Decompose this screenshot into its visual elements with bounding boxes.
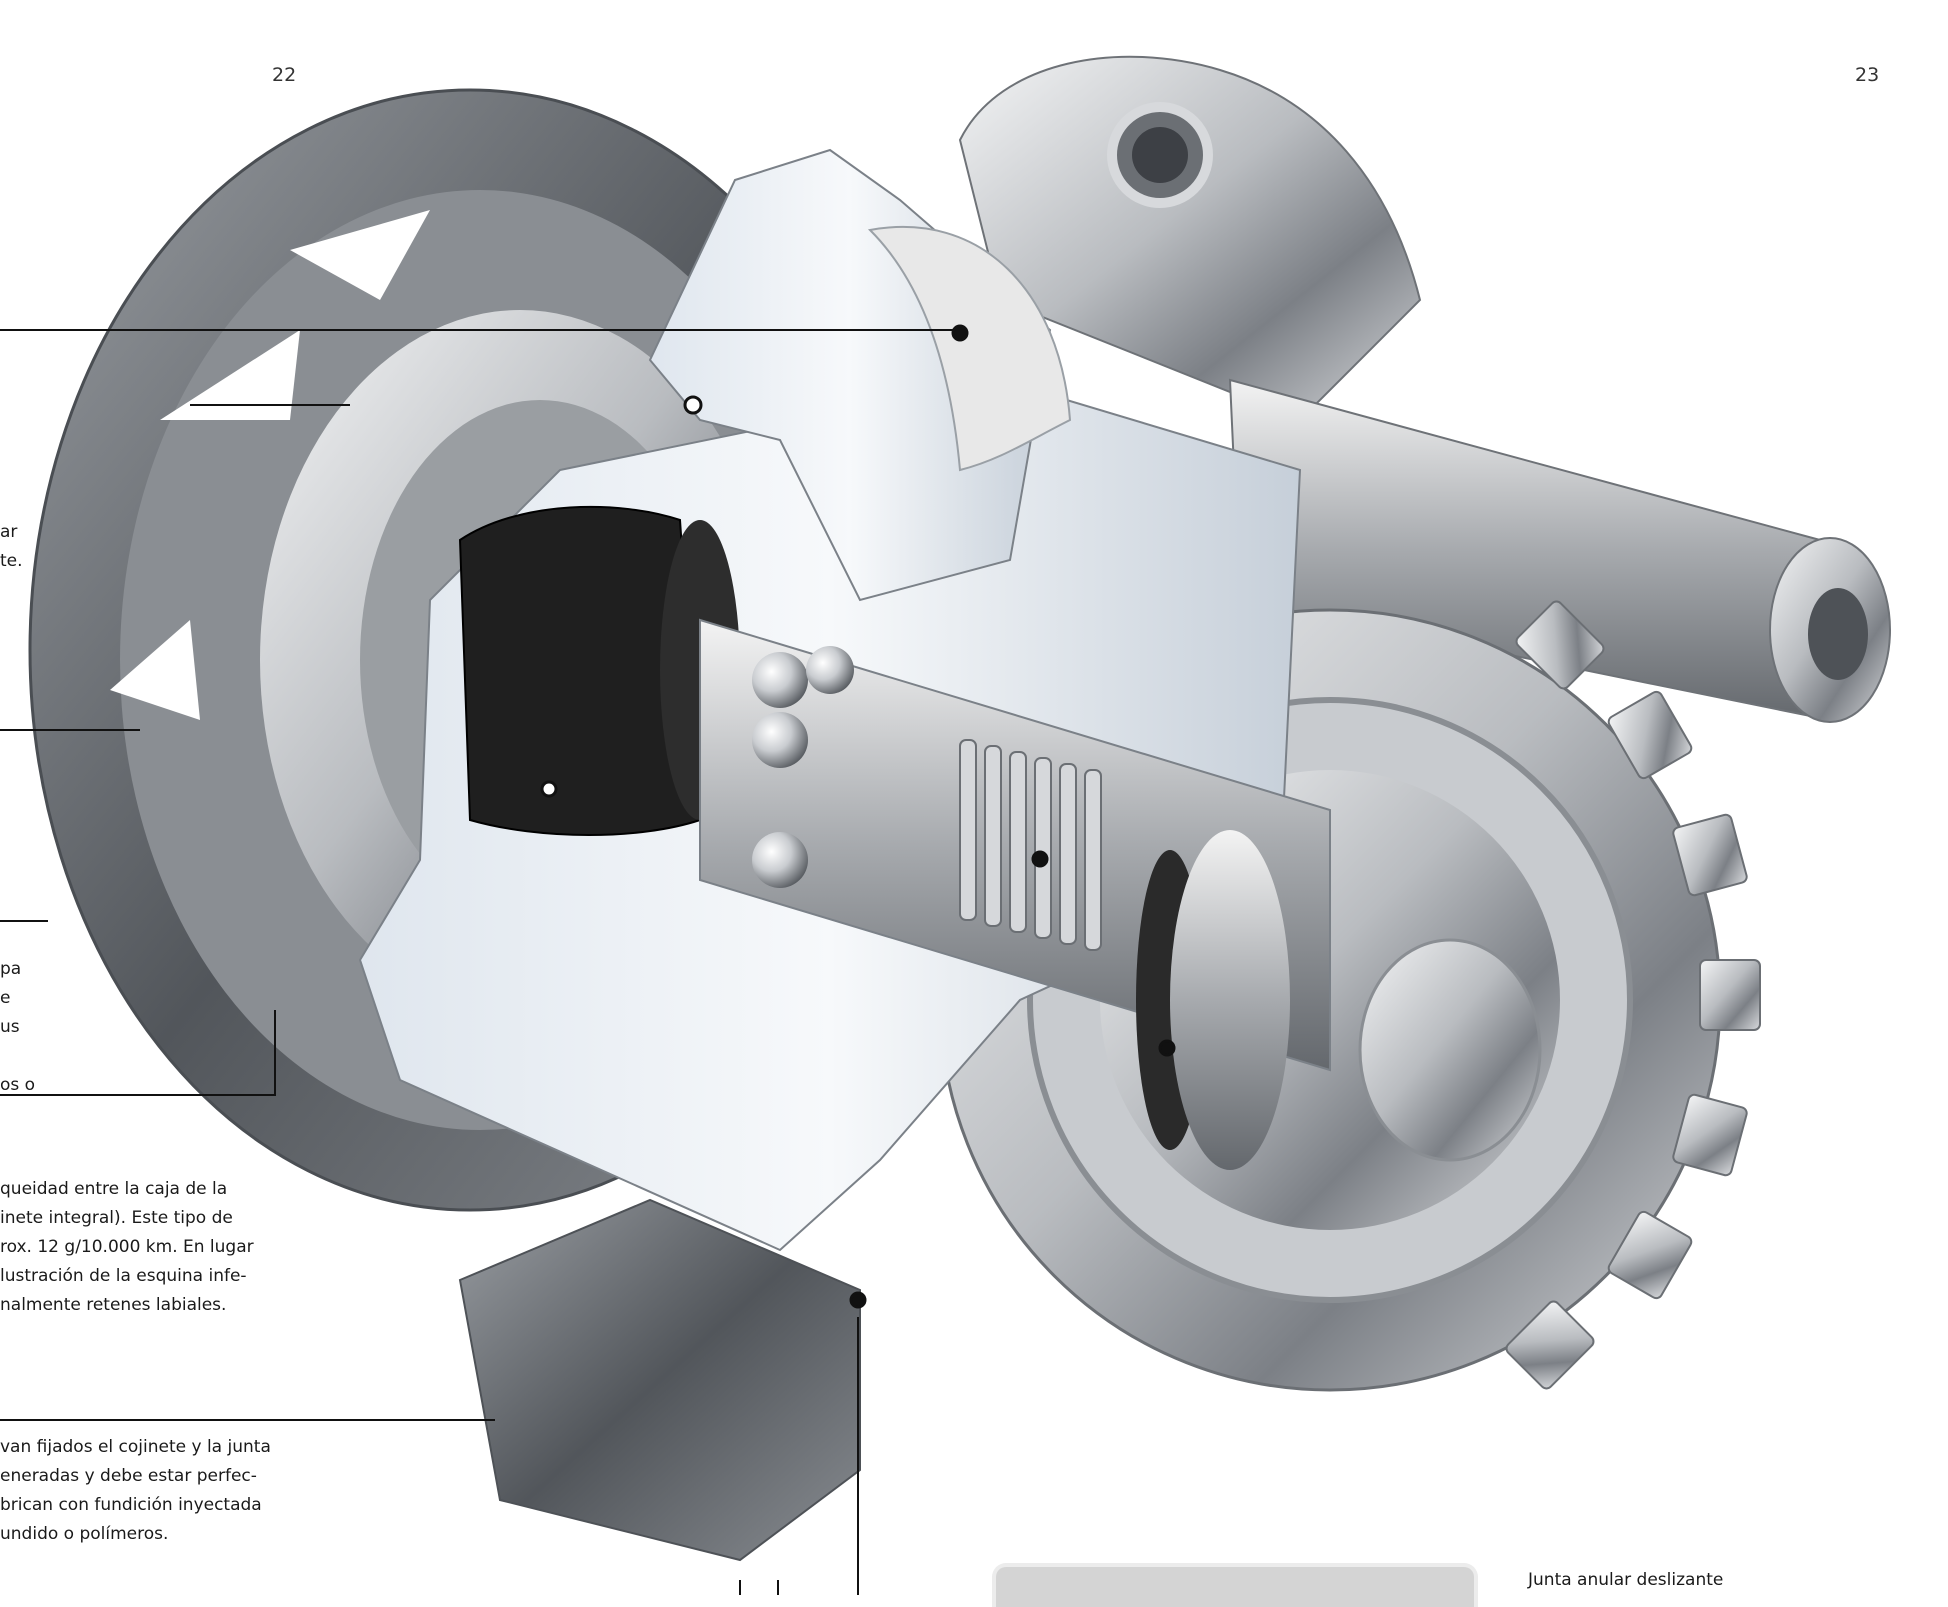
caption-bottom-right: Junta anular deslizante bbox=[1528, 1570, 1724, 1590]
callout-dot-seal-face bbox=[951, 324, 969, 342]
callout-dot-shaft-top bbox=[683, 395, 703, 415]
text-fragment-d: van fijados el cojinete y la junta enera… bbox=[0, 1437, 271, 1544]
text-fragment-c: queidad entre la caja de la inete integr… bbox=[0, 1179, 254, 1315]
page-number-left: 22 bbox=[272, 64, 297, 86]
page-number-right: 23 bbox=[1855, 64, 1880, 86]
housing-flange bbox=[958, 55, 1422, 422]
info-box bbox=[992, 1563, 1478, 1607]
callout-dot-housing bbox=[849, 1291, 867, 1309]
text-fragment-a: ar te. bbox=[0, 522, 23, 571]
callout-dot-rear-seal bbox=[1158, 1039, 1176, 1057]
text-fragment-b: pa e us os o bbox=[0, 959, 36, 1095]
callout-dot-bearing-seal bbox=[540, 780, 558, 798]
callout-dot-bearing bbox=[1031, 850, 1049, 868]
lower-mount bbox=[458, 1198, 861, 1562]
